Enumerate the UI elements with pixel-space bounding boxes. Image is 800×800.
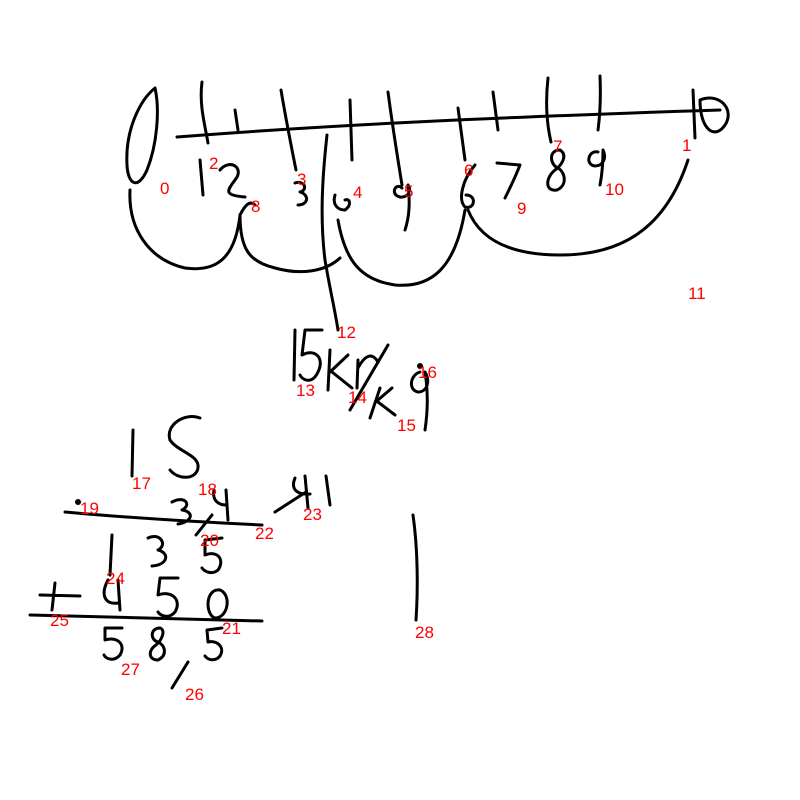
handwritten-one xyxy=(130,428,135,478)
handwritten-five xyxy=(200,536,224,575)
handwritten-three xyxy=(170,498,192,526)
handwritten-nine xyxy=(392,183,412,232)
stroke-label: 17 xyxy=(132,474,151,493)
stroke-label: 20 xyxy=(200,531,219,550)
stroke-label: 26 xyxy=(185,685,204,704)
vertical-stroke xyxy=(411,513,419,622)
handwritten-nine xyxy=(587,148,607,187)
stroke-label: 14 xyxy=(348,388,367,407)
stroke-label: 18 xyxy=(198,480,217,499)
jump-arc xyxy=(238,213,342,274)
handwritten-six xyxy=(460,163,477,209)
stroke-label: 12 xyxy=(337,323,356,342)
stroke-label: 7 xyxy=(553,137,562,156)
slash-stroke xyxy=(273,490,308,514)
subtraction-line xyxy=(63,510,264,527)
handwritten-four xyxy=(332,193,351,212)
handwritten-five xyxy=(102,626,124,661)
stroke-label: 1 xyxy=(682,136,691,155)
stroke-label: 23 xyxy=(303,505,322,524)
handwritten-one xyxy=(691,88,697,140)
handwriting-strokes xyxy=(28,74,730,690)
stroke-index-labels: 0 1 2 3 4 5 6 7 8 9 10 11 12 13 14 15 16… xyxy=(50,136,706,704)
tick-mark xyxy=(199,80,210,145)
handwritten-k xyxy=(326,348,354,392)
handwritten-one xyxy=(324,474,332,507)
stroke-label: 5 xyxy=(404,182,413,201)
stroke-label: 28 xyxy=(415,623,434,642)
tick-mark xyxy=(456,106,467,162)
tick-mark xyxy=(279,88,298,172)
handwritten-five xyxy=(156,576,180,618)
slash-stroke xyxy=(194,513,214,537)
stroke-label: 3 xyxy=(297,170,306,189)
stroke-label: 27 xyxy=(121,660,140,679)
addition-line xyxy=(28,613,264,623)
handwritten-eight xyxy=(148,626,166,662)
stroke-label: 21 xyxy=(222,619,241,638)
handwritten-five xyxy=(167,415,202,479)
stroke-label: 2 xyxy=(209,154,218,173)
stroke-label: 4 xyxy=(353,183,362,202)
stroke-label: 10 xyxy=(605,180,624,199)
stroke-label: 9 xyxy=(517,199,526,218)
stroke-label: 25 xyxy=(50,611,69,630)
handwritten-four xyxy=(292,474,312,510)
handwritten-three xyxy=(146,535,168,568)
handwritten-seven xyxy=(495,161,522,200)
tick-mark xyxy=(596,74,602,132)
handwritten-zero xyxy=(206,588,229,620)
tick-mark xyxy=(233,108,240,132)
tick-mark xyxy=(348,98,354,162)
stroke-label: 0 xyxy=(160,179,169,198)
tick-mark xyxy=(545,76,553,144)
handwritten-one xyxy=(198,158,205,197)
handwritten-three xyxy=(293,180,308,207)
ink-dot xyxy=(417,363,423,369)
handwritten-four xyxy=(102,578,122,612)
stroke-label: 8 xyxy=(251,197,260,216)
slash-stroke xyxy=(348,343,390,412)
handwritten-four xyxy=(212,488,230,522)
stroke-label: 6 xyxy=(464,161,473,180)
stroke-label: 11 xyxy=(688,284,706,303)
stroke-label: 19 xyxy=(80,499,99,518)
tick-mark xyxy=(386,90,404,187)
handwritten-zero xyxy=(698,96,730,134)
handwritten-five xyxy=(298,328,324,382)
jump-arc xyxy=(466,158,690,257)
number-line xyxy=(175,108,722,139)
ink-dot xyxy=(75,499,81,505)
handwritten-k xyxy=(368,386,397,420)
handwritten-zero xyxy=(125,86,159,184)
stroke-label: 13 xyxy=(296,381,315,400)
handwritten-one xyxy=(108,533,114,577)
handwritten-two xyxy=(218,163,247,199)
jump-arc xyxy=(128,188,257,271)
slash-stroke xyxy=(170,660,190,690)
handwritten-eight xyxy=(546,148,566,192)
handwritten-five xyxy=(203,626,224,662)
plus-sign xyxy=(38,581,82,612)
pointer-line xyxy=(320,133,340,332)
handwritten-nine xyxy=(410,370,430,432)
handwritten-one xyxy=(292,328,297,382)
tick-mark xyxy=(491,90,500,132)
stroke-label: 16 xyxy=(418,363,437,382)
stroke-label: 24 xyxy=(106,569,125,588)
stroke-label: 15 xyxy=(397,416,416,435)
handwritten-r xyxy=(355,354,380,390)
jump-arc xyxy=(336,208,467,287)
stroke-label: 22 xyxy=(255,524,274,543)
